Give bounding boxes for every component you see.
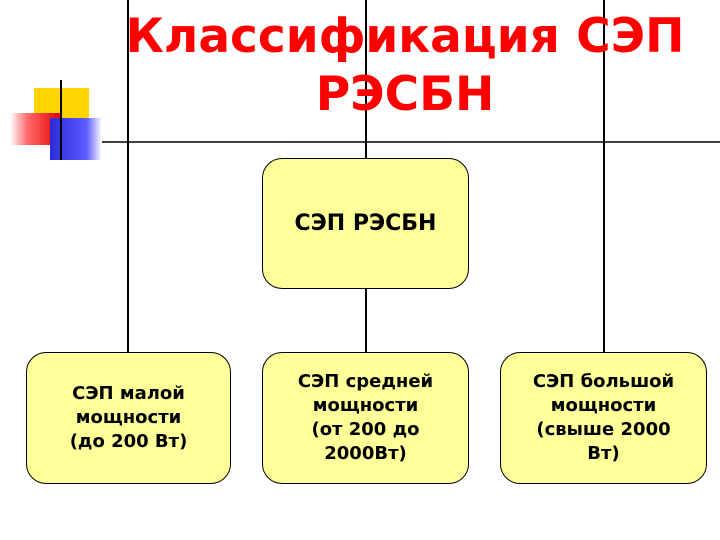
node-low-line-2: мощности bbox=[75, 407, 182, 428]
node-high-line-2: мощности bbox=[550, 395, 657, 416]
blue-square bbox=[50, 118, 102, 160]
root-node: СЭП РЭСБН bbox=[262, 158, 469, 289]
node-high-line-4: Вт) bbox=[587, 443, 620, 464]
node-medium-line-2: мощности bbox=[312, 395, 419, 416]
node-medium-power: СЭП средней мощности (от 200 до 2000Вт) bbox=[262, 352, 469, 484]
title-line-1: Классификация СЭП bbox=[125, 9, 685, 64]
diagram-title: Классификация СЭП РЭСБН bbox=[90, 8, 720, 124]
title-line-2: РЭСБН bbox=[315, 67, 495, 122]
node-low-power: СЭП малой мощности (до 200 Вт) bbox=[26, 352, 231, 484]
node-high-line-3: (свыше 2000 bbox=[536, 419, 671, 440]
decorative-squares-logo bbox=[8, 80, 108, 165]
node-high-power: СЭП большой мощности (свыше 2000 Вт) bbox=[500, 352, 707, 484]
root-label: СЭП РЭСБН bbox=[294, 211, 437, 236]
node-low-line-3: (до 200 Вт) bbox=[69, 431, 188, 452]
node-high-line-1: СЭП большой bbox=[532, 371, 675, 392]
node-medium-line-4: 2000Вт) bbox=[324, 443, 407, 464]
node-medium-line-1: СЭП средней bbox=[297, 371, 434, 392]
node-low-line-1: СЭП малой bbox=[72, 383, 185, 404]
logo-vertical-line bbox=[60, 80, 62, 160]
node-medium-line-3: (от 200 до bbox=[311, 419, 420, 440]
